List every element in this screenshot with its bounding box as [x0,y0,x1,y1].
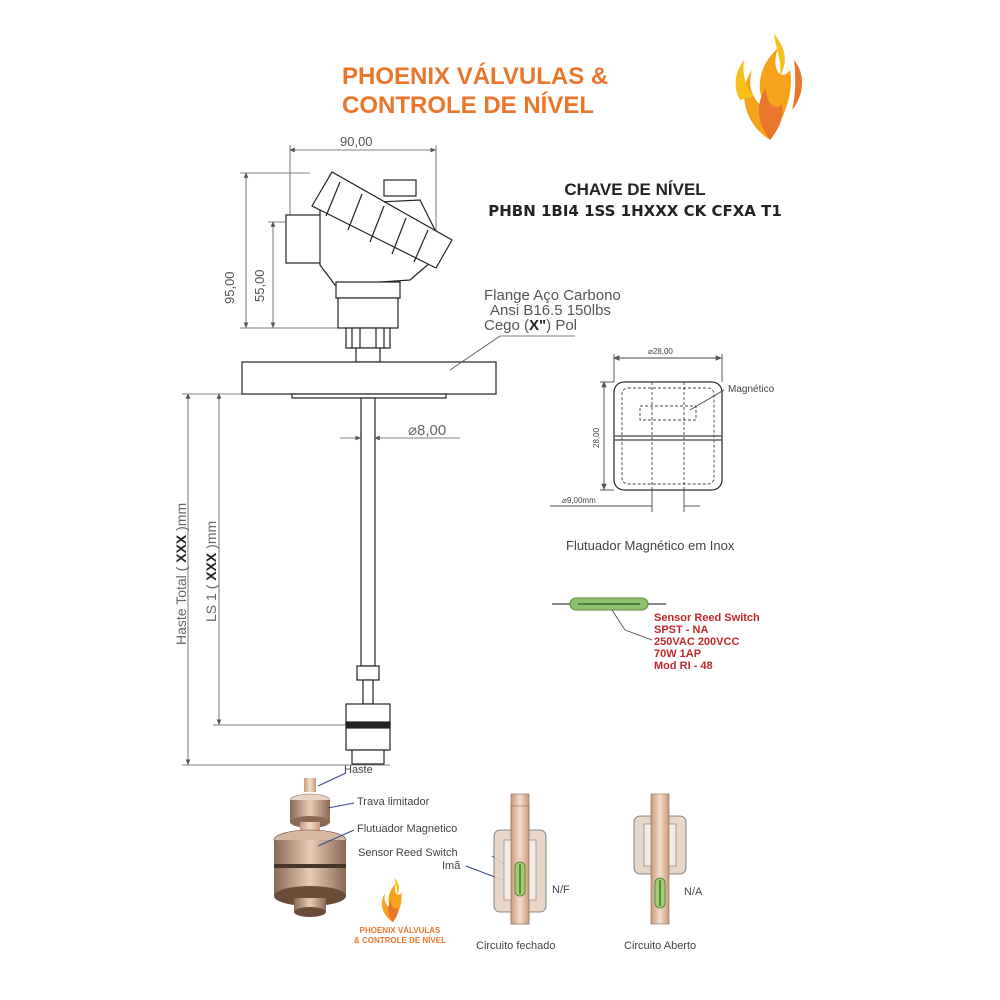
sensor-reed-switch-label: Sensor Reed Switch [358,847,458,859]
small-phoenix-flame-icon [381,877,402,923]
reed-spec-line3: 250VAC 200VCC [654,636,740,648]
float-assembly-render [273,778,347,917]
brand-title: PHOENIX VÁLVULAS & CONTROLE DE NÍVEL [342,62,608,120]
closed-state-label: N/F [552,884,570,896]
ls1-length-dimension [213,393,346,726]
float-caption: Flutuador Magnético em Inox [566,538,735,553]
rod [356,397,380,705]
open-state-label: N/A [684,886,703,898]
reed-spec-line1: Sensor Reed Switch [654,612,760,624]
open-circuit-caption: Circuito Aberto [624,940,697,952]
product-title: CHAVE DE NÍVEL PHBN 1BI4 1SS 1HXXX CK CF… [470,180,800,220]
closed-circuit-diagram [493,793,547,925]
total-length-label: Haste Total ( XXX )mm [173,502,189,645]
reed-switch-specs: Sensor Reed Switch SPST - NA 250VAC 200V… [654,612,760,672]
flange-label-line1: Flange Aço Carbono [484,287,621,304]
head-inner-height-label: 55,00 [252,269,267,302]
rod-diameter-label: ⌀8,00 [408,422,447,439]
float-bore-label: ⌀9,00mm [562,496,596,505]
phoenix-flame-icon [735,34,803,140]
small-brand-label: PHOENIX VÁLVULAS & CONTROLE DE NÍVEL [340,926,460,946]
haste-label: Haste [344,764,373,776]
head-width-label: 90,00 [340,134,373,149]
connection-head [285,171,453,363]
open-circuit-diagram [633,793,687,925]
brand-title-line1: PHOENIX VÁLVULAS & [342,63,609,90]
small-brand-line2: & CONTROLE DE NÍVEL [353,936,446,945]
float-diameter-label: ⌀28,00 [648,347,673,356]
head-height-label: 95,00 [222,271,237,304]
trava-limitador-label: Trava limitador [357,796,430,808]
reed-spec-line4: 70W 1AP [654,648,702,660]
ima-label: Imã [442,860,461,872]
flange-label: Flange Aço Carbono Ansi B16.5 150lbs Ceg… [484,288,621,333]
total-length-dimension [182,393,390,766]
flange [241,361,497,399]
head-width-dimension [289,145,437,240]
product-code: PHBN 1BI4 1SS 1HXXX CK CFXA T1 [488,202,782,220]
brand-title-line2: CONTROLE DE NÍVEL [342,92,595,119]
ls1-length-label: LS 1 ( XXX )mm [203,520,219,622]
head-height-dimension [240,172,345,329]
flutuador-magnetico-label: Flutuador Magnetico [357,823,458,835]
product-name: CHAVE DE NÍVEL [564,180,706,199]
reed-switch [552,597,666,641]
float-detail-drawing [550,354,725,512]
flange-label-line2: Ansi B16.5 150lbs [490,302,611,319]
float [345,703,391,765]
reed-spec-line5: Mod RI - 48 [654,660,713,672]
closed-circuit-caption: Circuito fechado [476,940,556,952]
float-height-label: 28,00 [592,427,601,448]
flange-label-line3: Cego (X") Pol [484,317,577,334]
reed-spec-line2: SPST - NA [654,624,709,636]
magnet-label: Magnético [728,384,775,395]
flange-leader [449,335,575,371]
small-brand-line1: PHOENIX VÁLVULAS [359,926,441,935]
diameter-symbol-icon: ⌀ [408,422,418,439]
